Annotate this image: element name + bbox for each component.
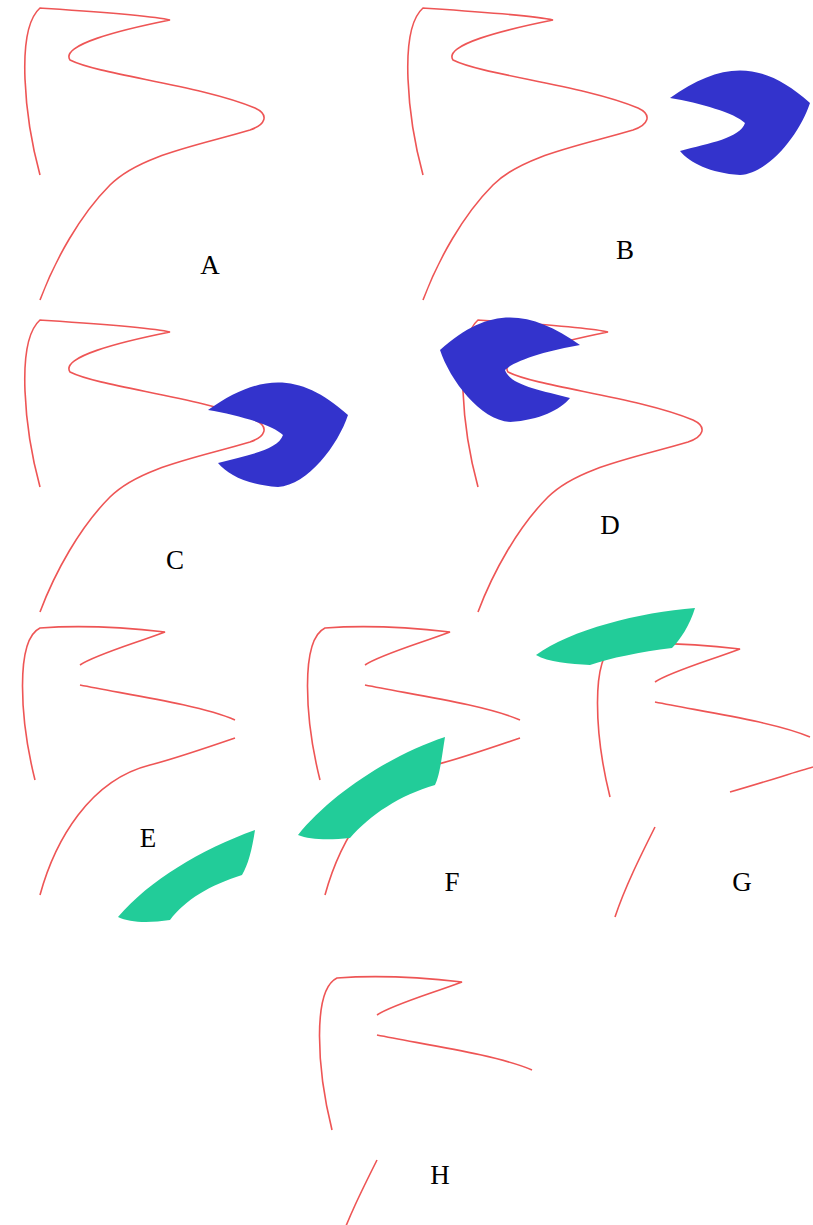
blue-molecule xyxy=(440,318,580,423)
panel-letter: H xyxy=(430,1160,450,1191)
panel-letter: C xyxy=(166,545,184,576)
blue-molecule xyxy=(208,383,348,488)
panel-letter: B xyxy=(616,235,634,266)
panel-letter: E xyxy=(140,823,157,854)
panel-letter: F xyxy=(444,867,459,898)
green-fragment xyxy=(536,608,695,665)
panel-letter: G xyxy=(732,867,752,898)
green-fragment xyxy=(298,737,445,839)
green-fragment xyxy=(118,830,255,922)
strand xyxy=(25,8,264,300)
panel-letter: A xyxy=(200,250,220,281)
blue-molecule xyxy=(670,71,810,176)
panel-letter: D xyxy=(600,510,620,541)
strand xyxy=(408,8,647,300)
